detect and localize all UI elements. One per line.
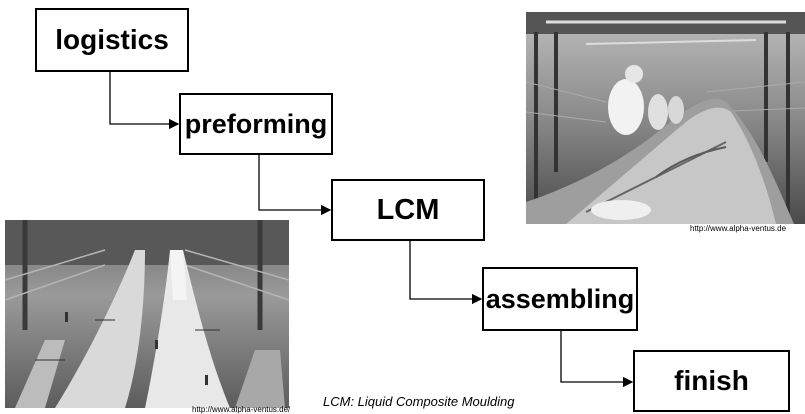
step-preforming: preforming (179, 93, 333, 155)
arrow-lcm-to-assembling (409, 241, 483, 305)
lcm-footnote: LCM: Liquid Composite Moulding (323, 394, 515, 409)
arrow-assembling-to-finish (560, 331, 634, 388)
photo-credit-top: http://www.alpha-ventus.de (690, 224, 787, 233)
step-logistics: logistics (35, 8, 189, 72)
blade-workers-photo (526, 12, 805, 224)
blade-production-hall-photo (5, 220, 289, 408)
step-lcm: LCM (331, 179, 485, 241)
step-assembling: assembling (482, 267, 638, 331)
step-finish: finish (633, 350, 790, 412)
arrow-logistics-to-preforming (109, 72, 180, 130)
arrow-preforming-to-lcm (258, 155, 332, 216)
photo-credit-bottom: http://www.alpha-ventus.de/ (192, 405, 291, 414)
